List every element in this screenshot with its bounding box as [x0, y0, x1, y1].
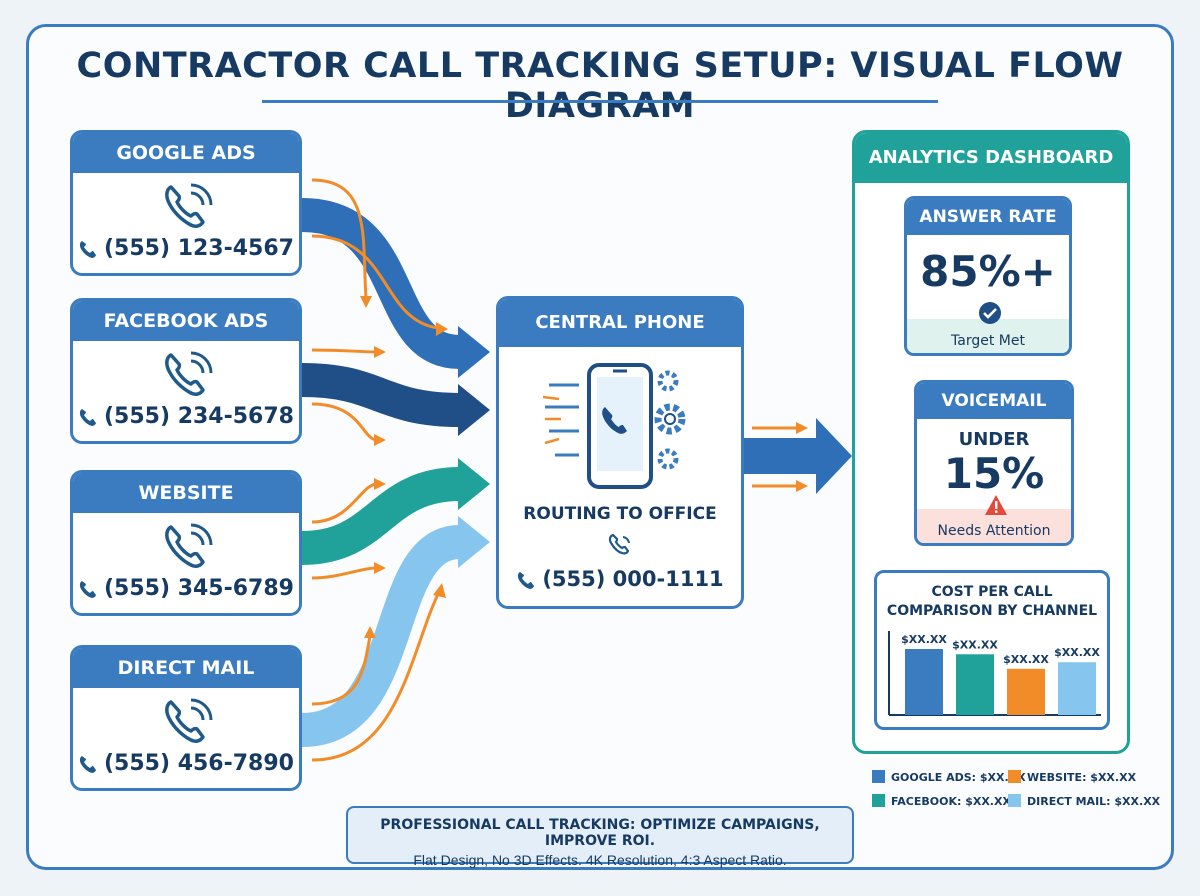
central-title: CENTRAL PHONE SYSTEM: [499, 299, 741, 381]
source-number: (555) 123-4567: [104, 236, 294, 261]
source-number: (555) 234-5678: [104, 404, 294, 429]
cost-bar-chart: $XX.XX $XX.XX $XX.XX $XX.XX: [888, 631, 1101, 716]
footer-banner: PROFESSIONAL CALL TRACKING: OPTIMIZE CAM…: [346, 806, 854, 868]
orange-arrows: [311, 178, 442, 762]
legend-item: FACEBOOK: $XX.XX: [872, 794, 1011, 808]
legend-label: GOOGLE ADS: $XX.XX: [891, 771, 1026, 784]
bar-facebook: [956, 654, 994, 715]
flow-arrowhead-directmail: [458, 516, 490, 568]
orange-arrowheads: [360, 296, 448, 638]
routing-label: ROUTING TO OFFICE: [523, 504, 717, 524]
legend-swatch: [872, 794, 885, 807]
central-number: (555) 000-1111: [542, 567, 724, 591]
source-card-google-ads: GOOGLE ADS (555) 123-4567: [70, 130, 302, 276]
page-title: CONTRACTOR CALL TRACKING SETUP: VISUAL F…: [76, 46, 1124, 126]
phone-ringing-icon: [165, 523, 213, 568]
phone-icon: [518, 572, 535, 589]
flow-arrowhead-output: [816, 418, 852, 494]
source-label: GOOGLE ADS: [73, 133, 299, 173]
source-label: DIRECT MAIL: [73, 648, 299, 688]
legend-label: DIRECT MAIL: $XX.XX: [1027, 795, 1161, 808]
answer-rate-value: 85%+: [920, 247, 1056, 296]
source-card-direct-mail: DIRECT MAIL (555) 456-7890: [70, 645, 302, 791]
legend-swatch: [872, 770, 885, 783]
flow-band-output: [744, 438, 820, 474]
flow-band-facebook: [301, 363, 461, 427]
source-number: (555) 456-7890: [104, 751, 294, 776]
bar-website: [1007, 668, 1045, 715]
bar-data-label: $XX.XX: [1054, 646, 1100, 659]
legend-swatch: [1008, 794, 1021, 807]
phone-icon: [79, 756, 96, 773]
bar-data-label: $XX.XX: [952, 638, 998, 651]
flow-band-google: [301, 198, 462, 369]
flow-arrowhead-website: [458, 458, 490, 510]
source-label: FACEBOOK ADS: [73, 301, 299, 341]
bar-direct-mail: [1058, 662, 1096, 715]
legend-label: FACEBOOK: $XX.XX: [891, 795, 1011, 808]
flow-arrowhead-facebook: [458, 384, 490, 436]
title-underline: [262, 100, 938, 103]
cost-title-line2: COMPARISON BY CHANNEL: [886, 603, 1098, 619]
check-circle-icon: [979, 302, 1001, 324]
smartphone-routing-icon: [542, 363, 686, 489]
voicemail-rate-title: VOICEMAIL RATE: [917, 383, 1071, 447]
phone-ringing-icon: [165, 351, 213, 396]
flow-band-website: [301, 467, 461, 565]
flow-band-directmail: [300, 525, 462, 747]
legend-swatch: [1008, 770, 1021, 783]
central-phone-system-card: CENTRAL PHONE SYSTEM ROUTING TO OFFICE (…: [496, 296, 744, 609]
phone-ringing-icon: [165, 698, 213, 743]
bar-data-label: $XX.XX: [1003, 653, 1049, 666]
voicemail-rate-card: VOICEMAIL RATE UNDER 15% Needs Attention: [914, 380, 1074, 546]
legend-item: GOOGLE ADS: $XX.XX: [872, 770, 1026, 784]
flow-arrowhead-google: [458, 326, 490, 378]
dashboard-title: ANALYTICS DASHBOARD: [855, 133, 1127, 183]
source-label: WEBSITE: [73, 473, 299, 513]
phone-icon: [79, 581, 96, 598]
voicemail-rate-prefix: UNDER: [958, 429, 1030, 450]
footer-line2: Flat Design, No 3D Effects. 4K Resolutio…: [413, 852, 787, 868]
source-number: (555) 345-6789: [104, 576, 294, 601]
legend-label: WEBSITE: $XX.XX: [1027, 771, 1137, 784]
voicemail-rate-value: 15%: [943, 449, 1045, 498]
answer-rate-title: ANSWER RATE: [907, 199, 1069, 235]
answer-rate-card: ANSWER RATE 85%+ Target Met: [904, 196, 1072, 356]
phone-ringing-icon: [165, 183, 213, 228]
phone-ringing-icon: [608, 533, 630, 555]
bar-data-label: $XX.XX: [901, 633, 947, 646]
warning-icon: [985, 495, 1007, 515]
answer-rate-status: Target Met: [907, 319, 1069, 353]
phone-icon: [79, 241, 96, 258]
legend-item: DIRECT MAIL: $XX.XX: [1008, 794, 1160, 808]
cost-title-line1: COST PER CALL: [931, 584, 1053, 600]
source-card-facebook-ads: FACEBOOK ADS (555) 234-5678: [70, 298, 302, 444]
phone-icon: [79, 409, 96, 426]
bar-google-ads: [905, 649, 943, 715]
source-card-website: WEBSITE (555) 345-6789: [70, 470, 302, 616]
footer-line1: PROFESSIONAL CALL TRACKING: OPTIMIZE CAM…: [380, 817, 820, 849]
legend-item: WEBSITE: $XX.XX: [1008, 770, 1136, 784]
cost-per-call-card: COST PER CALL COMPARISON BY CHANNEL $XX.…: [874, 570, 1110, 730]
